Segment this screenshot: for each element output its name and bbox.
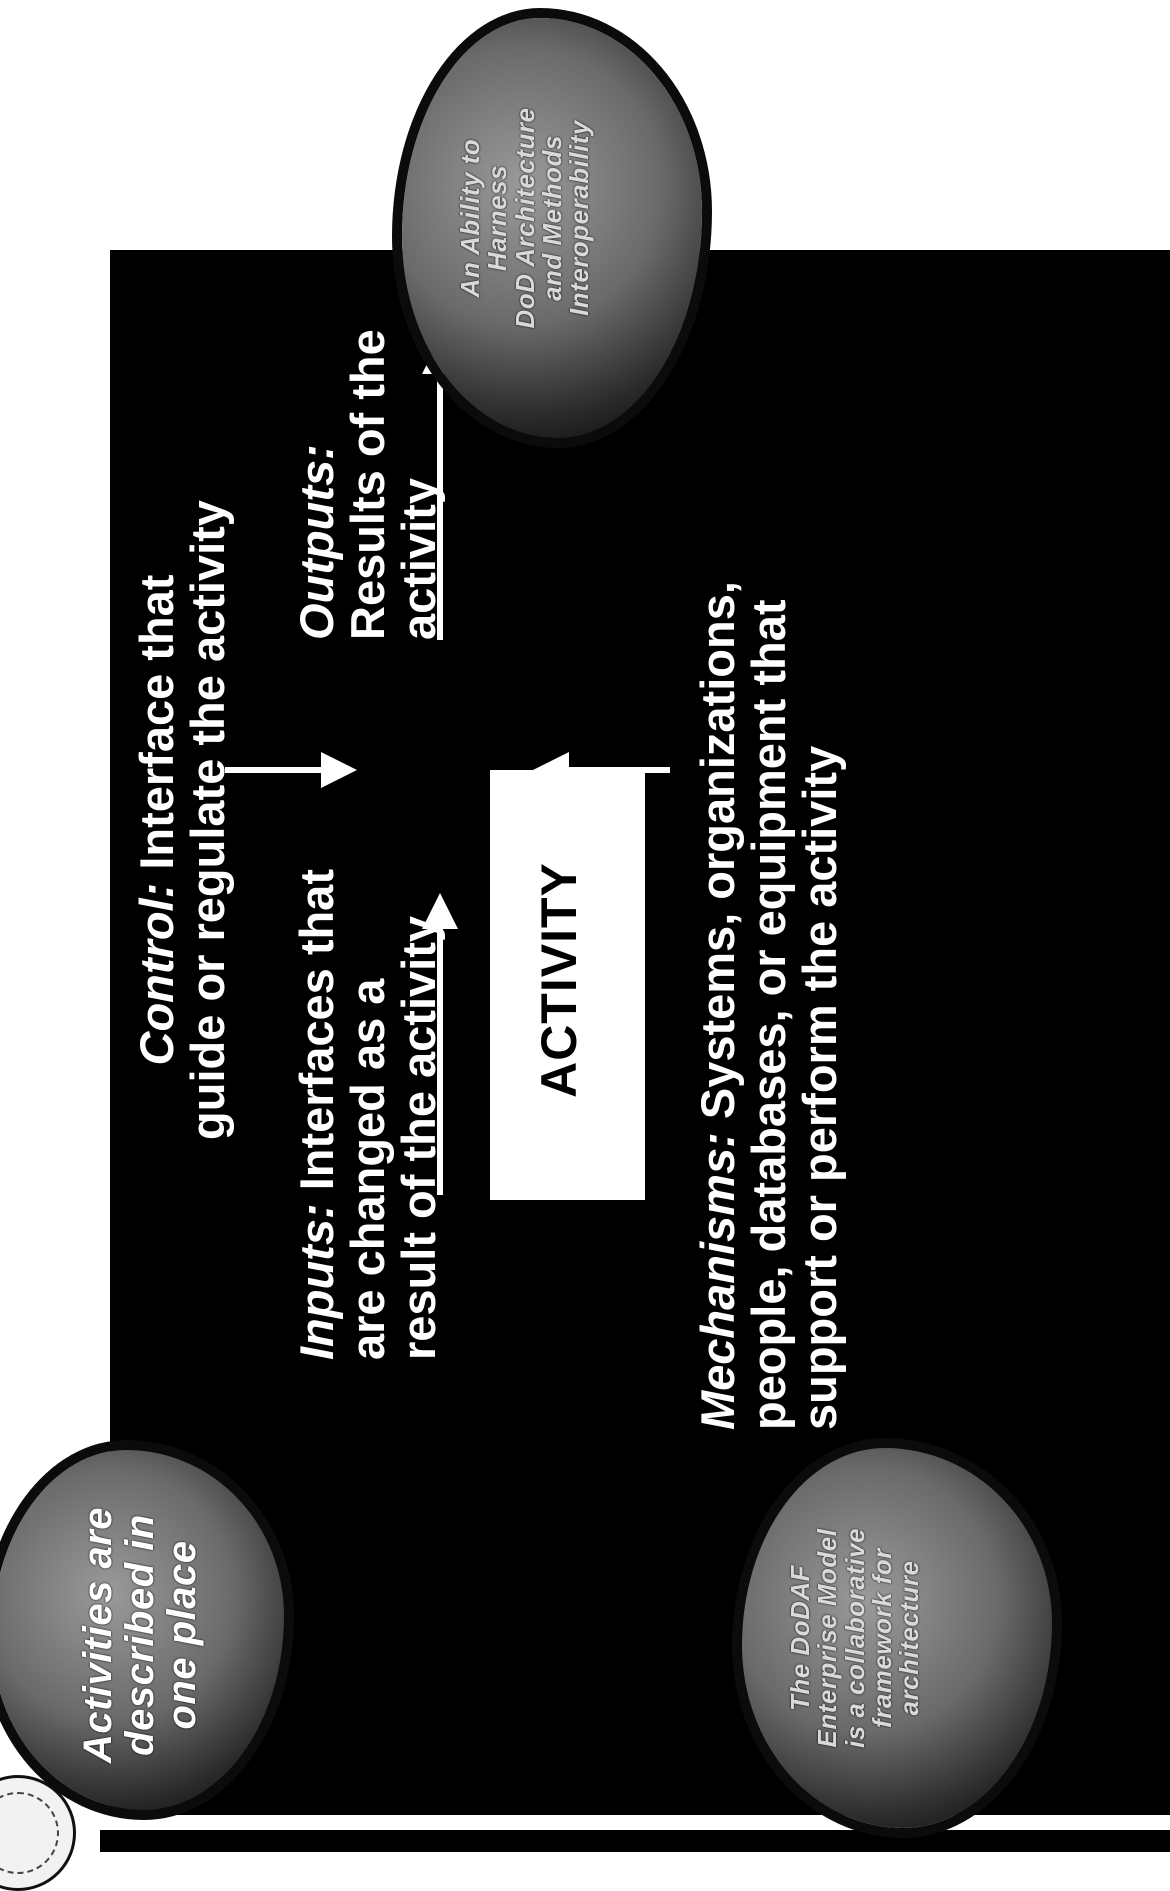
bottom-bar	[100, 1830, 1170, 1852]
cloud-bottom-left: Activities are described in one place	[0, 1450, 284, 1810]
control-text: Control: Interface that guide or regulat…	[130, 440, 234, 1200]
cloud-line: DoD Architecture	[509, 107, 540, 329]
cloud-line: The DoDAF	[785, 1564, 815, 1712]
mechanisms-line1: Systems, organizations,	[691, 581, 744, 1120]
inputs-text: Inputs: Interfaces that are changed as a…	[290, 869, 445, 1360]
inputs-line3: result of the activity	[391, 916, 445, 1360]
outputs-line2: Results of the	[340, 329, 394, 640]
cloud-line: Activities are	[76, 1506, 120, 1764]
mechanisms-term: Mechanisms:	[691, 1132, 744, 1430]
activity-box: ACTIVITY	[490, 770, 645, 1200]
inputs-term: Inputs:	[290, 1203, 343, 1360]
mechanisms-line2: people, databases, or equipment that	[741, 599, 795, 1431]
cloud-line: Enterprise Model	[812, 1528, 843, 1748]
inputs-line1: Interfaces that	[290, 869, 343, 1191]
cloud-line: described in	[118, 1514, 162, 1756]
cloud-line: architecture	[894, 1560, 925, 1716]
cloud-line: An Ability to	[455, 138, 485, 298]
activity-label: ACTIVITY	[531, 862, 587, 1098]
control-line1: Interface that	[130, 574, 183, 870]
mechanisms-line3: support or perform the activity	[792, 745, 846, 1430]
control-line2: guide or regulate the activity	[180, 500, 234, 1140]
cloud-top-right: An Ability to Harness DoD Architecture a…	[402, 18, 702, 438]
cloud-line: framework for	[866, 1548, 897, 1728]
outputs-text: Outputs: Results of the activity	[290, 310, 445, 640]
inputs-line2: are changed as a	[340, 978, 394, 1360]
cloud-line: Harness	[482, 164, 513, 272]
cloud-line: and Methods	[536, 135, 567, 301]
cloud-line: one place	[160, 1540, 204, 1730]
outputs-term: Outputs:	[290, 444, 343, 640]
control-term: Control:	[130, 882, 183, 1066]
mechanisms-text: Mechanisms: Systems, organizations, peop…	[691, 170, 846, 1431]
cloud-bottom-right: The DoDAF Enterprise Model is a collabor…	[742, 1448, 1052, 1828]
cloud-line: is a collaborative	[839, 1528, 870, 1748]
cloud-line: Interoperability	[564, 120, 595, 316]
